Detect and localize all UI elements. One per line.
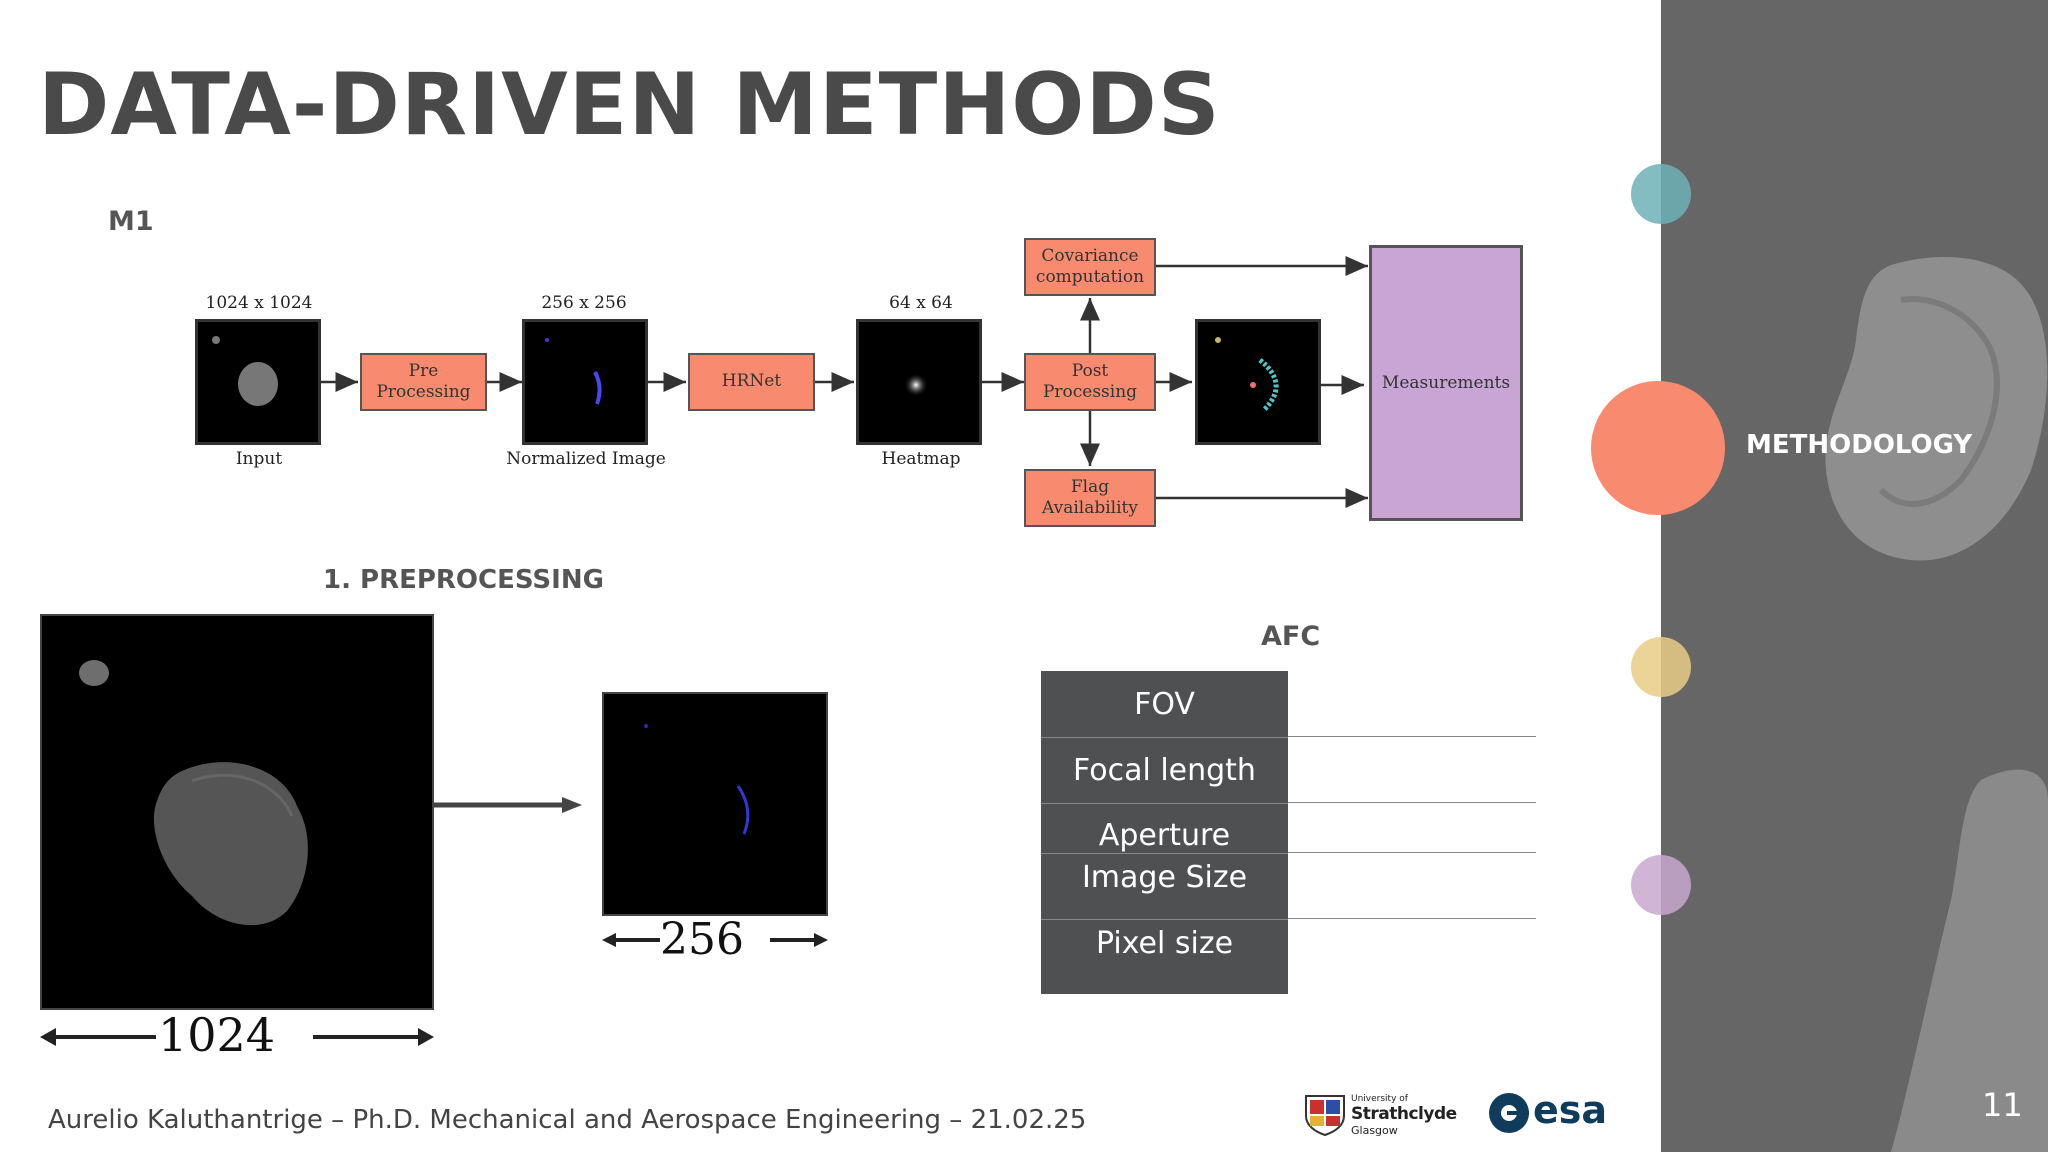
sidebar-panel: METHODOLOGY (1661, 0, 2048, 1152)
dimension-label-256: 256 (660, 914, 744, 965)
normalized-asteroid-icon (545, 338, 602, 405)
section-m1-label: M1 (108, 206, 154, 237)
normalized-image-thumbnail (522, 319, 648, 445)
pipeline-arrows (320, 256, 1368, 508)
keypoints-output-thumbnail (1195, 319, 1321, 445)
afc-divider (1288, 852, 1536, 853)
esa-mark-icon (1489, 1093, 1529, 1133)
teal-dot (1631, 164, 1691, 224)
normalized-image-label: Normalized Image (506, 449, 666, 469)
gold-dot (1631, 637, 1691, 697)
strathclyde-name: Strathclyde (1351, 1104, 1457, 1124)
keypoints-icon (1215, 337, 1279, 412)
measurements-box: Measurements (1369, 245, 1523, 521)
heatmap-thumbnail (856, 319, 982, 445)
normalized-size-label: 256 x 256 (541, 293, 627, 313)
coral-dot (1591, 381, 1725, 515)
afc-row-image-size: Image Size (1041, 853, 1288, 919)
afc-divider (1288, 918, 1536, 919)
esa-logo: esa (1487, 1088, 1608, 1136)
sidebar-label: METHODOLOGY (1746, 430, 1973, 460)
esa-wordmark: esa (1533, 1088, 1608, 1132)
asteroid-background-image (1825, 257, 2048, 1152)
flag-availability-box: Flag Availability (1024, 469, 1156, 527)
afc-row-focal-length: Focal length (1041, 737, 1288, 803)
afc-divider (1288, 802, 1536, 803)
small-normalized-image (602, 692, 828, 916)
footer-text: Aurelio Kaluthantrige – Ph.D. Mechanical… (48, 1105, 1087, 1135)
small-asteroid-icon (644, 724, 750, 835)
input-size-label: 1024 x 1024 (205, 293, 313, 313)
large-asteroid-icon (79, 660, 308, 926)
section-afc-label: AFC (1261, 621, 1321, 652)
postprocessing-box: Post Processing (1024, 353, 1156, 411)
lilac-dot (1631, 855, 1691, 915)
covariance-box: Covariance computation (1024, 238, 1156, 296)
page-title: DATA-DRIVEN METHODS (38, 55, 1221, 155)
heatmap-size-label: 64 x 64 (889, 293, 953, 313)
input-image-thumbnail (195, 319, 321, 445)
heatmap-icon (904, 373, 928, 397)
strathclyde-city: Glasgow (1351, 1124, 1398, 1137)
strathclyde-small-text: University of (1351, 1094, 1408, 1104)
hrnet-box: HRNet (688, 353, 815, 411)
dimension-label-1024: 1024 (158, 1008, 276, 1062)
afc-row-fov: FOV (1041, 671, 1288, 737)
afc-divider (1288, 736, 1536, 737)
strathclyde-crest-icon (1305, 1095, 1345, 1136)
strathclyde-logo: University of Strathclyde Glasgow (1304, 1092, 1457, 1138)
afc-row-pixel-size: Pixel size (1041, 919, 1288, 994)
large-input-image (40, 614, 434, 1010)
preprocess-arrow (434, 797, 582, 813)
preprocessing-box: Pre Processing (360, 353, 487, 411)
heatmap-label: Heatmap (881, 449, 961, 469)
section-preprocessing-label: 1. PREPROCESSING (323, 565, 604, 595)
asteroid-icon (212, 336, 278, 406)
dimension-arrow-1024 (40, 1028, 434, 1046)
page-number: 11 (1982, 1086, 2023, 1124)
afc-row-aperture: Aperture (1041, 803, 1288, 853)
input-label: Input (235, 449, 283, 469)
dimension-arrow-256 (602, 933, 828, 947)
